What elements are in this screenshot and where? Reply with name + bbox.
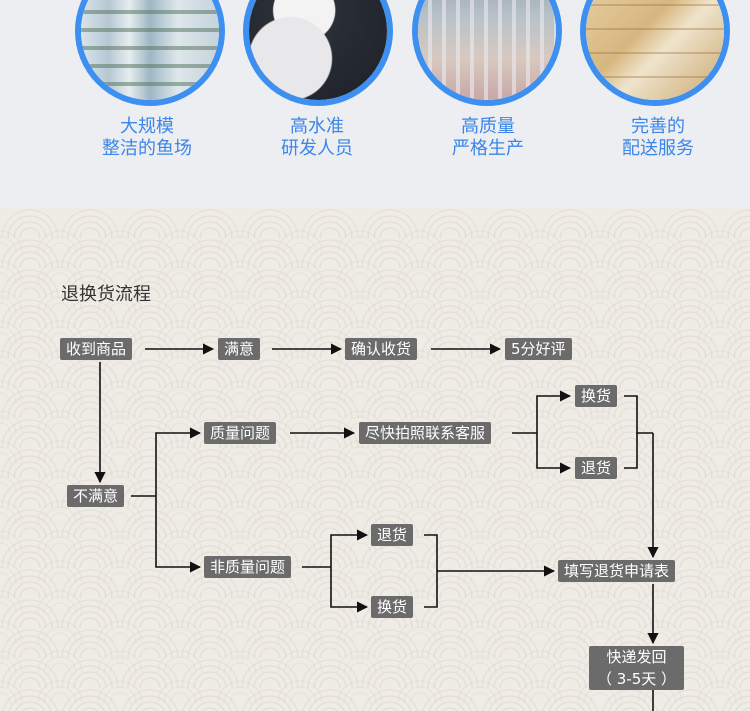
feature-line: 完善的: [631, 116, 685, 137]
ship-back-line-2: （ 3-5天 ）: [597, 670, 677, 688]
feature-label-2: 高水准 研发人员: [237, 116, 397, 160]
node-return-a: 退货: [575, 457, 618, 479]
connector-exchange-a: [624, 395, 653, 434]
feature-line: 配送服务: [622, 138, 694, 159]
node-exchange-b: 换货: [371, 596, 414, 618]
feature-label-3: 高质量 严格生产: [408, 116, 568, 160]
feature-label-1: 大规模 整洁的鱼场: [67, 116, 227, 160]
fish-farm-photo: [75, 0, 225, 106]
arrow-to-exchange-a: [536, 390, 572, 433]
feature-line: 高质量: [461, 116, 515, 137]
connector-return-a: [624, 433, 638, 469]
node-contact-service: 尽快拍照联系客服: [359, 422, 492, 444]
arrow-to-return-a: [536, 433, 572, 474]
researcher-photo: [243, 0, 393, 106]
feature-line: 大规模: [120, 116, 174, 137]
node-exchange-a: 换货: [575, 385, 618, 407]
node-return-b: 退货: [371, 524, 414, 546]
arrow-to-quality: [155, 427, 202, 496]
arrow-to-non-quality: [155, 496, 202, 573]
ship-back-line-1: 快递发回: [606, 648, 667, 666]
node-ship-back: 快递发回 （ 3-5天 ）: [589, 646, 685, 690]
connector-return-b: [424, 534, 438, 571]
node-unsatisfied: 不满意: [67, 485, 125, 507]
feature-line: 高水准: [290, 116, 344, 137]
node-non-quality-issue: 非质量问题: [204, 556, 292, 578]
node-fill-form: 填写退货申请表: [558, 560, 676, 582]
feature-label-4: 完善的 配送服务: [578, 116, 738, 160]
wave-pattern: [0, 223, 750, 711]
arrow-to-exchange-b: [330, 567, 369, 613]
node-satisfied: 满意: [218, 338, 261, 360]
connector-exchange-b: [424, 571, 438, 608]
feature-line: 严格生产: [452, 138, 524, 159]
feature-line: 整洁的鱼场: [102, 138, 192, 159]
node-confirm: 确认收货: [345, 338, 418, 360]
node-quality-issue: 质量问题: [204, 422, 277, 444]
return-process-section: [0, 208, 750, 711]
warehouse-photo: [580, 0, 730, 106]
node-review: 5分好评: [505, 338, 572, 360]
arrow-to-return-b: [330, 529, 369, 567]
feature-line: 研发人员: [281, 138, 353, 159]
node-received: 收到商品: [60, 338, 133, 360]
process-title: 退换货流程: [61, 284, 151, 305]
